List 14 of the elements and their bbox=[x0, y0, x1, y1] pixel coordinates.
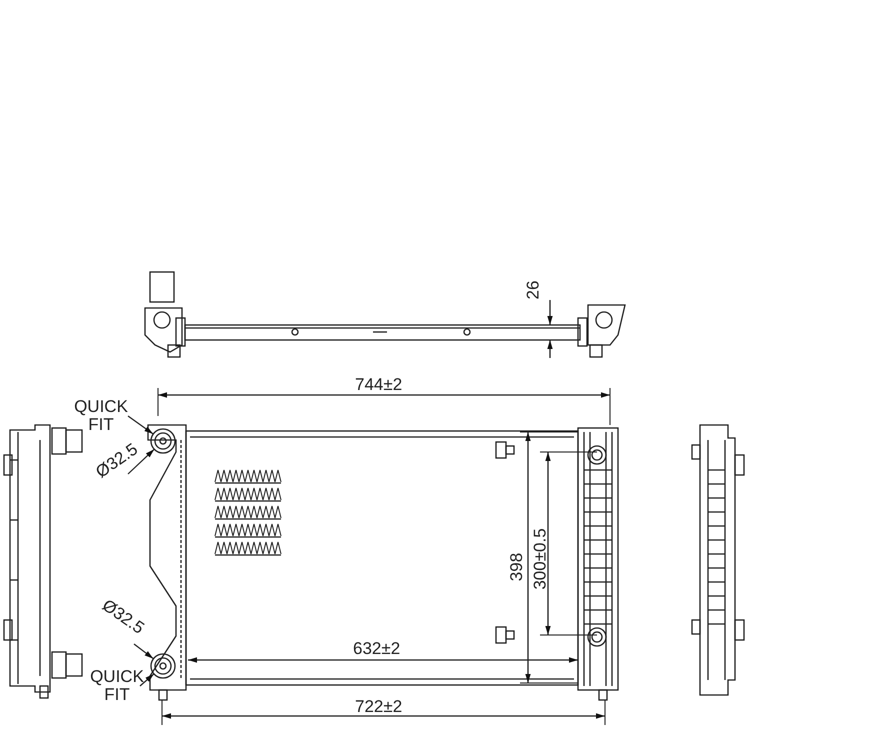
dimension-label: 744±2 bbox=[355, 376, 402, 394]
leader-line bbox=[128, 416, 154, 434]
callout-text: QUICK FIT bbox=[72, 398, 130, 434]
dimension-label: 398 bbox=[508, 552, 526, 582]
pipe-fitting bbox=[150, 653, 176, 679]
dimension-label: 300±0.5 bbox=[532, 528, 550, 590]
dimension-label: 26 bbox=[524, 280, 542, 300]
pipe-fitting bbox=[150, 428, 176, 454]
dimension-label: 632±2 bbox=[353, 640, 400, 658]
leader-line bbox=[134, 644, 154, 660]
callout-text: QUICK FIT bbox=[88, 668, 146, 704]
leader-line bbox=[140, 673, 154, 686]
dimension-label: 722±2 bbox=[355, 698, 402, 716]
leader-line bbox=[128, 448, 155, 474]
